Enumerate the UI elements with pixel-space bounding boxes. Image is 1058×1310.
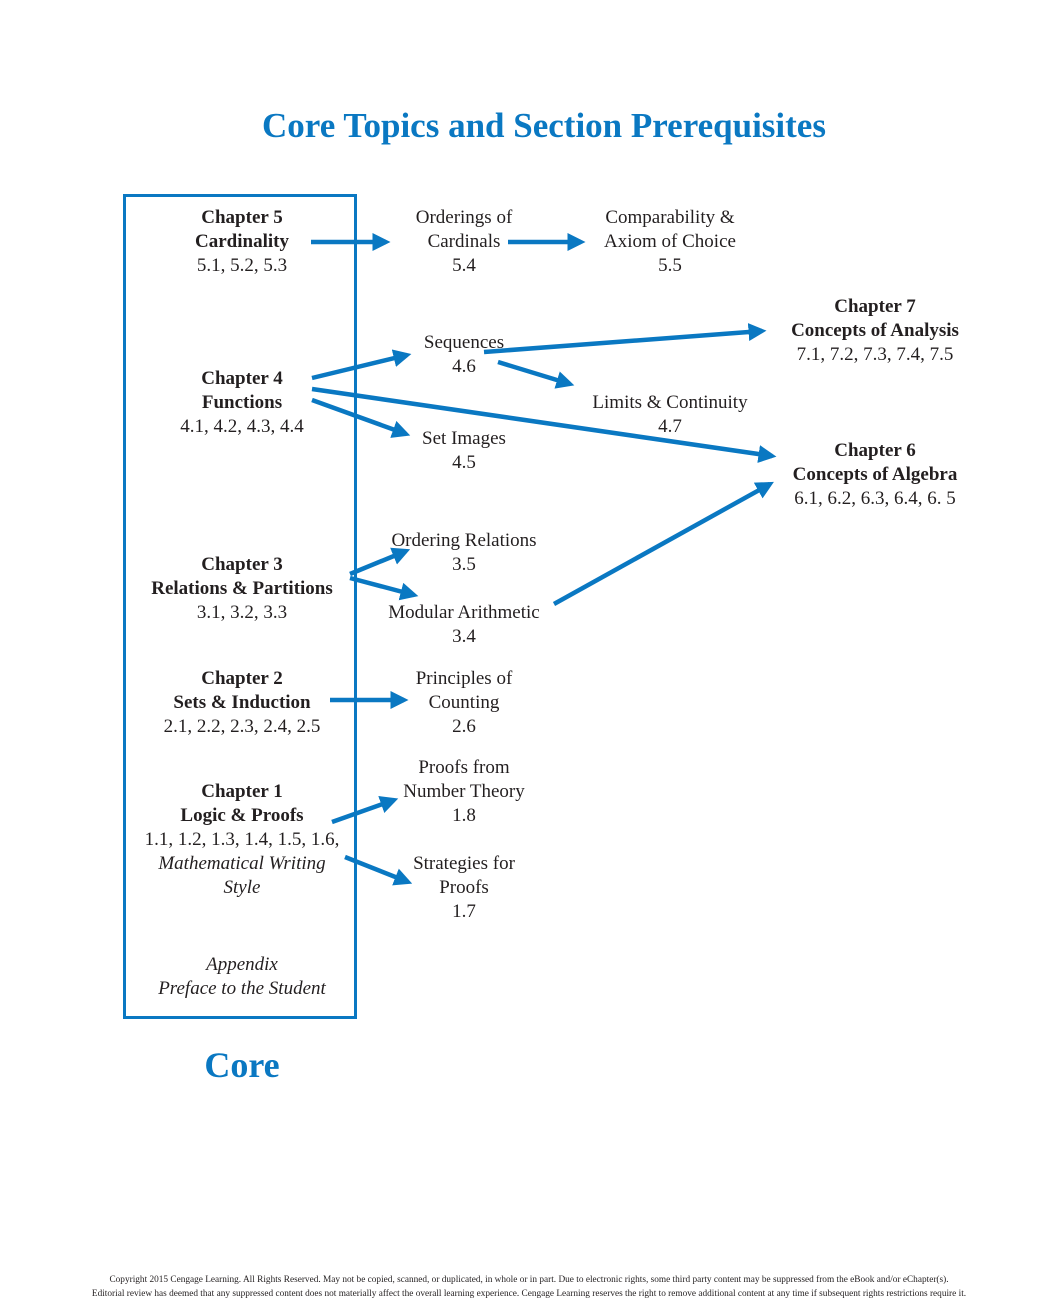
chapter2-node: Chapter 2 Sets & Induction 2.1, 2.2, 2.3… (123, 667, 361, 739)
chapter7-node: Chapter 7 Concepts of Analysis 7.1, 7.2,… (770, 295, 980, 367)
copyright-line1: Copyright 2015 Cengage Learning. All Rig… (109, 1275, 949, 1285)
chapter6-title: Chapter 6 (834, 440, 916, 461)
set-images-section: 4.5 (452, 452, 476, 473)
page-title: Core Topics and Section Prerequisites (262, 106, 826, 145)
copyright-line2: Editorial review has deemed that any sup… (91, 1289, 967, 1299)
chapter1-writing-style: Mathematical Writing (158, 853, 326, 874)
number-theory-node: Proofs from Number Theory 1.8 (384, 756, 544, 828)
appendix-preface: Preface to the Student (158, 978, 326, 999)
strategies-line2: Proofs (439, 877, 489, 898)
ordering-relations-section: 3.5 (452, 554, 476, 575)
modular-node: Modular Arithmetic 3.4 (374, 601, 554, 649)
counting-node: Principles of Counting 2.6 (384, 667, 544, 739)
chapter7-sections: 7.1, 7.2, 7.3, 7.4, 7.5 (796, 344, 954, 365)
comparability-section: 5.5 (658, 255, 682, 276)
strategies-line1: Strategies for (413, 853, 515, 874)
chapter1-sections: 1.1, 1.2, 1.3, 1.4, 1.5, 1.6, (144, 829, 340, 850)
chapter5-title: Chapter 5 (201, 207, 283, 228)
strategies-section: 1.7 (452, 901, 476, 922)
sequences-node: Sequences 4.6 (384, 331, 544, 379)
number-theory-section: 1.8 (452, 805, 476, 826)
chapter4-sections: 4.1, 4.2, 4.3, 4.4 (180, 416, 304, 437)
appendix-node: Appendix Preface to the Student (123, 953, 361, 1001)
orderings-line1: Orderings of (415, 207, 513, 228)
chapter7-title: Chapter 7 (834, 296, 916, 317)
sequences-line1: Sequences (423, 332, 505, 353)
limits-line1: Limits & Continuity (592, 392, 748, 413)
arrow-ch1-numbertheory (331, 796, 399, 825)
ordering-relations-line1: Ordering Relations (391, 530, 537, 551)
orderings-node: Orderings of Cardinals 5.4 (384, 206, 544, 278)
comparability-line2: Axiom of Choice (604, 231, 736, 252)
chapter6-name: Concepts of Algebra (792, 464, 958, 485)
chapter4-title: Chapter 4 (201, 368, 283, 389)
core-box (123, 194, 357, 1019)
chapter5-node: Chapter 5 Cardinality 5.1, 5.2, 5.3 (123, 206, 361, 278)
counting-line1: Principles of (415, 668, 513, 689)
comparability-line1: Comparability & (605, 207, 735, 228)
comparability-node: Comparability & Axiom of Choice 5.5 (580, 206, 760, 278)
chapter4-name: Functions (201, 392, 283, 413)
arrow-ch4-setimages (311, 397, 411, 438)
chapter2-sections: 2.1, 2.2, 2.3, 2.4, 2.5 (163, 716, 321, 737)
arrow-ch3-orderingrelations (349, 547, 411, 577)
number-theory-line2: Number Theory (403, 781, 525, 802)
arrow-ch4-ch6 (311, 386, 777, 463)
arrow-ch4-sequences (311, 349, 412, 381)
limits-node: Limits & Continuity 4.7 (570, 391, 770, 439)
strategies-node: Strategies for Proofs 1.7 (384, 852, 544, 924)
modular-line1: Modular Arithmetic (388, 602, 540, 623)
chapter3-node: Chapter 3 Relations & Partitions 3.1, 3.… (123, 553, 361, 625)
set-images-node: Set Images 4.5 (384, 427, 544, 475)
chapter3-name: Relations & Partitions (151, 578, 333, 599)
set-images-line1: Set Images (422, 428, 506, 449)
modular-section: 3.4 (452, 626, 476, 647)
arrow-ch3-modular (349, 575, 419, 601)
chapter3-sections: 3.1, 3.2, 3.3 (196, 602, 288, 623)
chapter1-title: Chapter 1 (201, 781, 283, 802)
core-label: Core (204, 1045, 280, 1085)
chapter1-style: Style (223, 877, 261, 898)
chapter2-name: Sets & Induction (173, 692, 311, 713)
chapter2-title: Chapter 2 (201, 668, 283, 689)
copyright-footer: Copyright 2015 Cengage Learning. All Rig… (0, 1273, 1058, 1301)
chapter3-title: Chapter 3 (201, 554, 283, 575)
chapter6-sections: 6.1, 6.2, 6.3, 6.4, 6. 5 (794, 488, 956, 509)
arrow-modular-ch6 (552, 481, 774, 606)
appendix-title: Appendix (206, 954, 278, 975)
arrow-sequences-ch7 (483, 323, 767, 355)
chapter5-name: Cardinality (195, 231, 289, 252)
limits-section: 4.7 (658, 416, 682, 437)
chapter6-node: Chapter 6 Concepts of Algebra 6.1, 6.2, … (770, 439, 980, 511)
counting-section: 2.6 (452, 716, 476, 737)
chapter1-node: Chapter 1 Logic & Proofs 1.1, 1.2, 1.3, … (123, 780, 361, 900)
chapter4-node: Chapter 4 Functions 4.1, 4.2, 4.3, 4.4 (123, 367, 361, 439)
number-theory-line1: Proofs from (418, 757, 510, 778)
orderings-line2: Cardinals (427, 231, 501, 252)
ordering-relations-node: Ordering Relations 3.5 (374, 529, 554, 577)
orderings-section: 5.4 (452, 255, 476, 276)
sequences-section: 4.6 (452, 356, 476, 377)
counting-line2: Counting (428, 692, 500, 713)
arrow-ch1-strategies (344, 854, 413, 886)
chapter5-sections: 5.1, 5.2, 5.3 (196, 255, 288, 276)
chapter7-name: Concepts of Analysis (791, 320, 959, 341)
chapter1-name: Logic & Proofs (180, 805, 304, 826)
arrow-sequences-limits (497, 359, 575, 389)
